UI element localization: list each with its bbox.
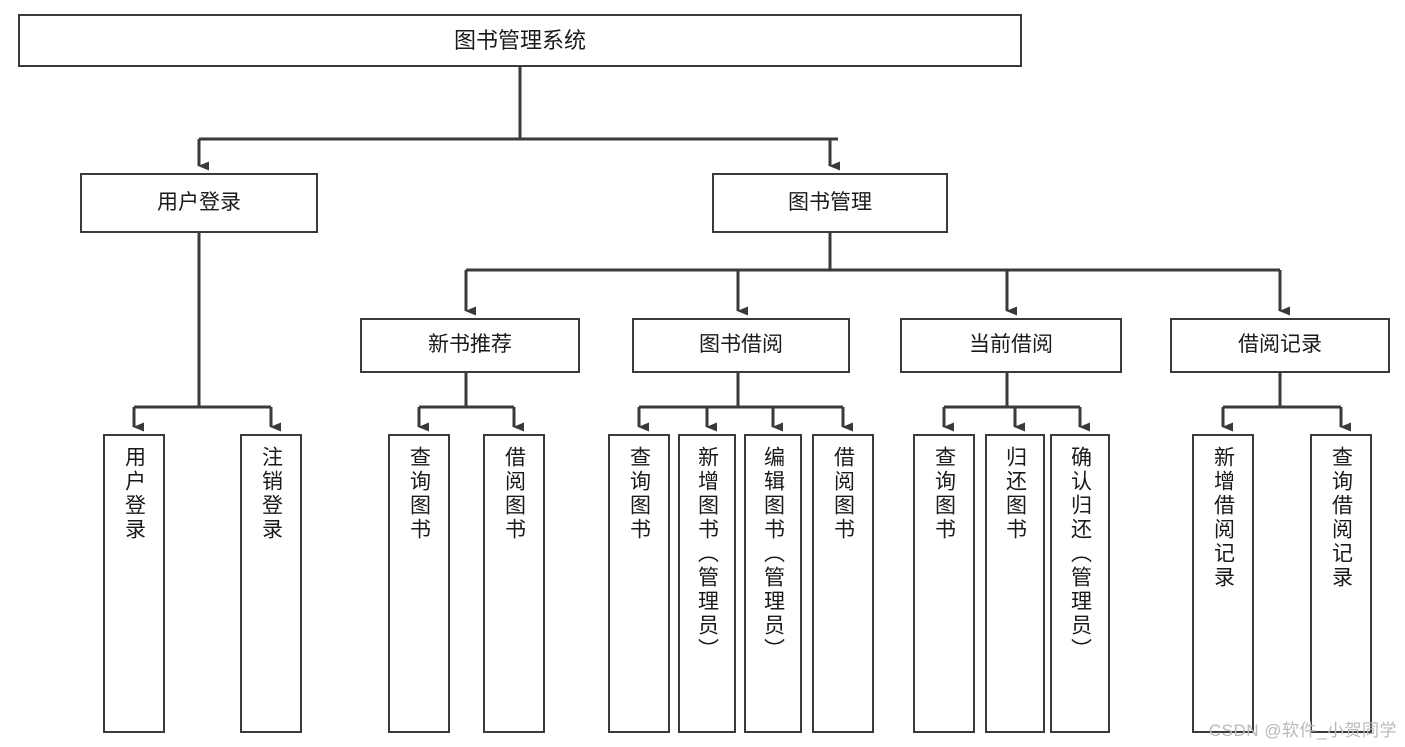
node-leaf-borrow-book-label: 借阅图书 (831, 446, 855, 542)
csdn-watermark: CSDN @软件_小贺同学 (1208, 721, 1397, 740)
node-leaf-edit-book-label: 编辑图书（管理员） (761, 446, 785, 662)
node-leaf-add-borrow-record[interactable]: 新增借阅记录 (1192, 434, 1254, 733)
node-leaf-query-book-borrow-label: 查询图书 (627, 446, 651, 542)
node-current-borrow[interactable]: 当前借阅 (900, 318, 1122, 373)
node-leaf-query-borrow-record[interactable]: 查询借阅记录 (1310, 434, 1372, 733)
node-leaf-query-book-rec-label: 查询图书 (407, 446, 431, 542)
node-root-label: 图书管理系统 (453, 27, 586, 53)
node-leaf-user-login-label: 用户登录 (122, 446, 146, 542)
node-leaf-query-book-borrow[interactable]: 查询图书 (608, 434, 670, 733)
node-leaf-user-logout-label: 注销登录 (259, 446, 283, 542)
node-leaf-query-borrow-record-label: 查询借阅记录 (1329, 446, 1353, 590)
node-leaf-add-book-label: 新增图书（管理员） (695, 446, 719, 662)
node-leaf-borrow-book-rec-label: 借阅图书 (502, 446, 526, 542)
node-leaf-query-book-current[interactable]: 查询图书 (913, 434, 975, 733)
node-leaf-return-book[interactable]: 归还图书 (985, 434, 1045, 733)
node-book-manage-label: 图书管理 (788, 190, 872, 214)
node-leaf-add-borrow-record-label: 新增借阅记录 (1211, 446, 1235, 590)
node-leaf-edit-book[interactable]: 编辑图书（管理员） (744, 434, 802, 733)
node-borrow-record-label: 借阅记录 (1238, 333, 1322, 357)
node-new-book-recommend-label: 新书推荐 (428, 333, 512, 357)
node-borrow-record[interactable]: 借阅记录 (1170, 318, 1390, 373)
node-leaf-borrow-book[interactable]: 借阅图书 (812, 434, 874, 733)
node-book-manage[interactable]: 图书管理 (712, 173, 948, 233)
node-user-login-label: 用户登录 (157, 190, 241, 214)
node-leaf-query-book-rec[interactable]: 查询图书 (388, 434, 450, 733)
node-leaf-confirm-return-label: 确认归还（管理员） (1068, 446, 1092, 662)
node-leaf-borrow-book-rec[interactable]: 借阅图书 (483, 434, 545, 733)
node-leaf-user-logout[interactable]: 注销登录 (240, 434, 302, 733)
node-new-book-recommend[interactable]: 新书推荐 (360, 318, 580, 373)
node-leaf-add-book[interactable]: 新增图书（管理员） (678, 434, 736, 733)
node-user-login[interactable]: 用户登录 (80, 173, 318, 233)
node-current-borrow-label: 当前借阅 (969, 333, 1053, 357)
node-leaf-query-book-current-label: 查询图书 (932, 446, 956, 542)
node-book-borrow-label: 图书借阅 (699, 333, 783, 357)
node-leaf-confirm-return[interactable]: 确认归还（管理员） (1050, 434, 1110, 733)
node-leaf-return-book-label: 归还图书 (1003, 446, 1027, 542)
node-root[interactable]: 图书管理系统 (18, 14, 1022, 67)
node-book-borrow[interactable]: 图书借阅 (632, 318, 850, 373)
node-leaf-user-login[interactable]: 用户登录 (103, 434, 165, 733)
